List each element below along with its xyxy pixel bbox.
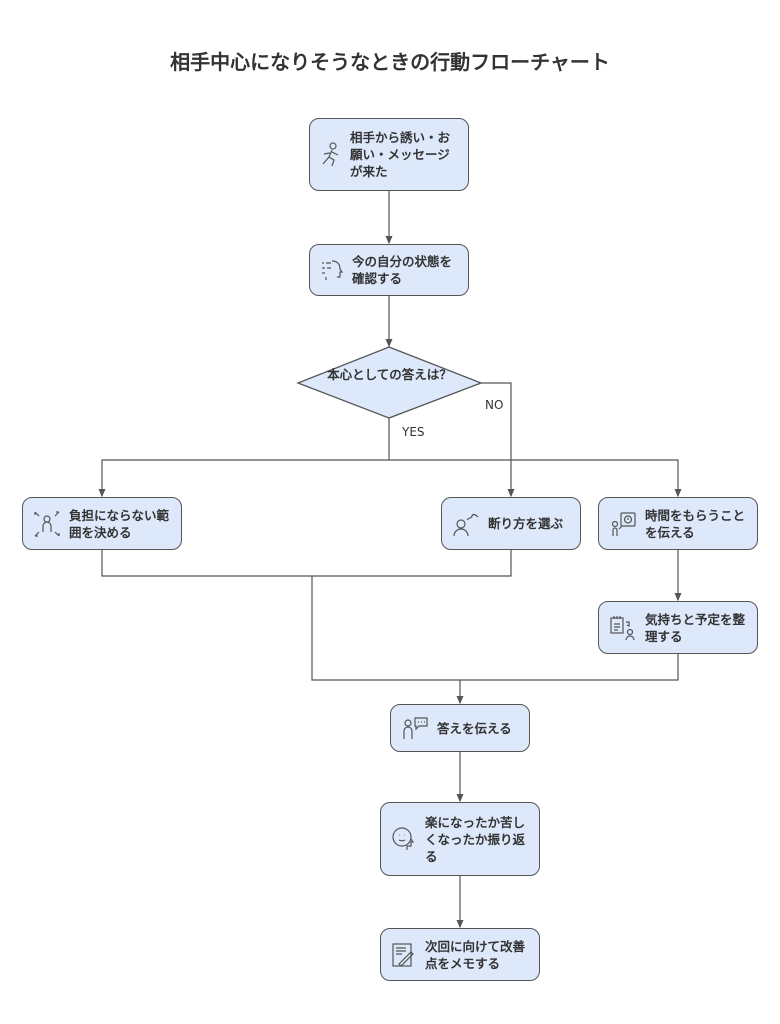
person-clock-icon <box>611 511 636 536</box>
node-limit[interactable]: 負担にならない範囲を決める <box>22 497 182 550</box>
node-ask-time[interactable]: 時間をもらうことを伝える <box>598 497 758 550</box>
node-label: 気持ちと予定を整理する <box>645 611 746 644</box>
node-label: 相手から誘い・お願い・メッセージが来た <box>350 130 451 179</box>
node-label: 答えを伝える <box>437 720 512 736</box>
person-expand-icon <box>34 510 60 537</box>
node-label: 負担にならない範囲を決める <box>69 507 170 540</box>
diagram-title: 相手中心になりそうなときの行動フローチャート <box>170 50 610 74</box>
node-label: 断り方を選ぶ <box>488 516 564 531</box>
node-organize[interactable]: 気持ちと予定を整理する <box>598 601 758 654</box>
node-label: 今の自分の状態を確認する <box>352 254 453 286</box>
node-memo[interactable]: 次回に向けて改善点をメモする <box>380 928 540 981</box>
node-label: 次回に向けて改善点をメモする <box>425 938 526 971</box>
node-label: 楽になったか苦しくなったか振り返る <box>425 814 526 864</box>
edge-merge-left <box>101 550 512 577</box>
running-person-icon <box>322 141 339 166</box>
node-answer[interactable]: 答えを伝える <box>390 704 530 752</box>
node-check[interactable]: 今の自分の状態を確認する <box>309 244 469 296</box>
node-start[interactable]: 相手から誘い・お願い・メッセージが来た <box>309 118 469 191</box>
decision-label: 本心としての答えは？ <box>327 367 452 382</box>
notepad-person-icon <box>610 615 635 640</box>
edge-yes <box>98 418 390 498</box>
decision-diamond <box>296 346 483 419</box>
edge-yes-right <box>389 459 682 498</box>
node-decline[interactable]: 断り方を選ぶ <box>441 497 581 550</box>
edge-label-no: NO <box>485 398 504 412</box>
person-chat-icon <box>403 717 428 739</box>
edge-no <box>481 382 515 498</box>
node-label: 時間をもらうことを伝える <box>645 507 746 540</box>
person-speech-icon <box>453 513 479 536</box>
node-reflect[interactable]: 楽になったか苦しくなったか振り返る <box>380 802 540 876</box>
checklist-head-icon <box>322 260 344 280</box>
notepad-pen-icon <box>392 942 414 967</box>
edge-label-yes: YES <box>402 425 425 439</box>
edge-merge-down <box>311 576 679 681</box>
head-face-icon <box>392 827 415 850</box>
